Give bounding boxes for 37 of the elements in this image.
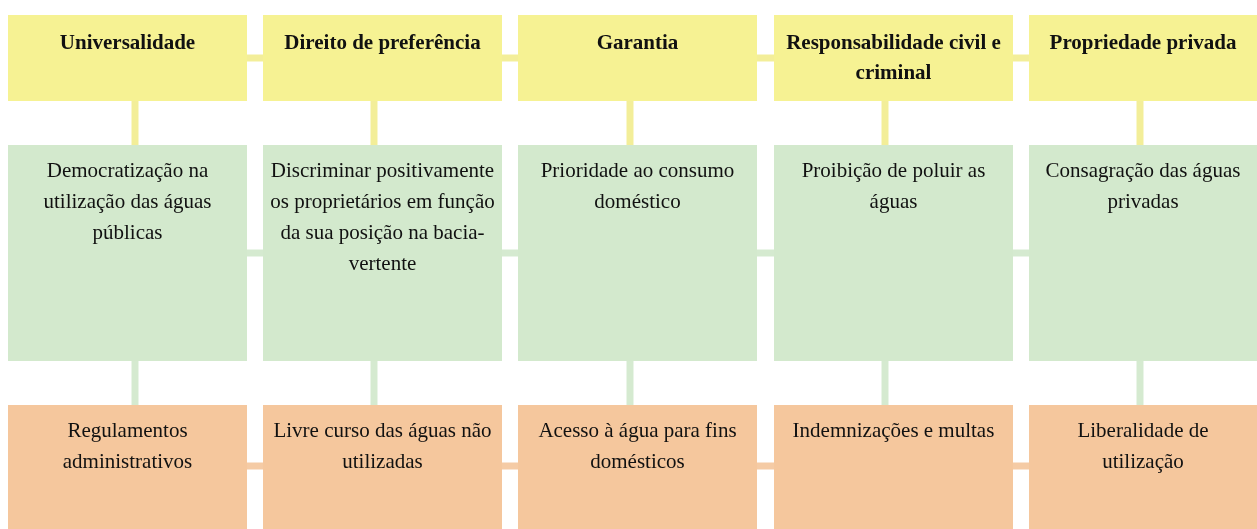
description-box: Prioridade ao consumo doméstico xyxy=(518,145,757,361)
description-box: Consagração das águas privadas xyxy=(1029,145,1257,361)
connector-line xyxy=(1013,249,1029,257)
connector-line xyxy=(247,54,263,62)
instrument-box: Indemnizações e multas xyxy=(774,405,1013,529)
instrument-box: Acesso à água para fins domésticos xyxy=(518,405,757,529)
heading-box: Direito de preferência xyxy=(263,15,502,101)
description-box: Discriminar positivamente os proprietários em função da sua posição na bacia-vertente xyxy=(263,145,502,361)
connector-line xyxy=(881,361,889,405)
connector-line xyxy=(757,54,774,62)
connector-line xyxy=(1013,54,1029,62)
connector-line xyxy=(131,101,139,145)
connector-line xyxy=(370,101,378,145)
heading-box: Responsabilidade civil e criminal xyxy=(774,15,1013,101)
connector-line xyxy=(247,462,263,470)
connector-line xyxy=(757,462,774,470)
connector-line xyxy=(502,54,518,62)
heading-box: Propriedade privada xyxy=(1029,15,1257,101)
connector-line xyxy=(626,101,634,145)
connector-line xyxy=(626,361,634,405)
connector-line xyxy=(757,249,774,257)
description-box: Democratização na utilização das águas públicas xyxy=(8,145,247,361)
heading-box: Universalidade xyxy=(8,15,247,101)
description-box: Proibição de poluir as águas xyxy=(774,145,1013,361)
connector-line xyxy=(1013,462,1029,470)
connector-line xyxy=(1136,361,1144,405)
heading-box: Garantia xyxy=(518,15,757,101)
connector-line xyxy=(1136,101,1144,145)
connector-line xyxy=(881,101,889,145)
connector-line xyxy=(502,249,518,257)
connector-line xyxy=(247,249,263,257)
connector-line xyxy=(502,462,518,470)
instrument-box: Liberalidade de utilização xyxy=(1029,405,1257,529)
connector-line xyxy=(370,361,378,405)
connector-line xyxy=(131,361,139,405)
instrument-box: Livre curso das águas não utilizadas xyxy=(263,405,502,529)
instrument-box: Regulamentos administrativos xyxy=(8,405,247,529)
